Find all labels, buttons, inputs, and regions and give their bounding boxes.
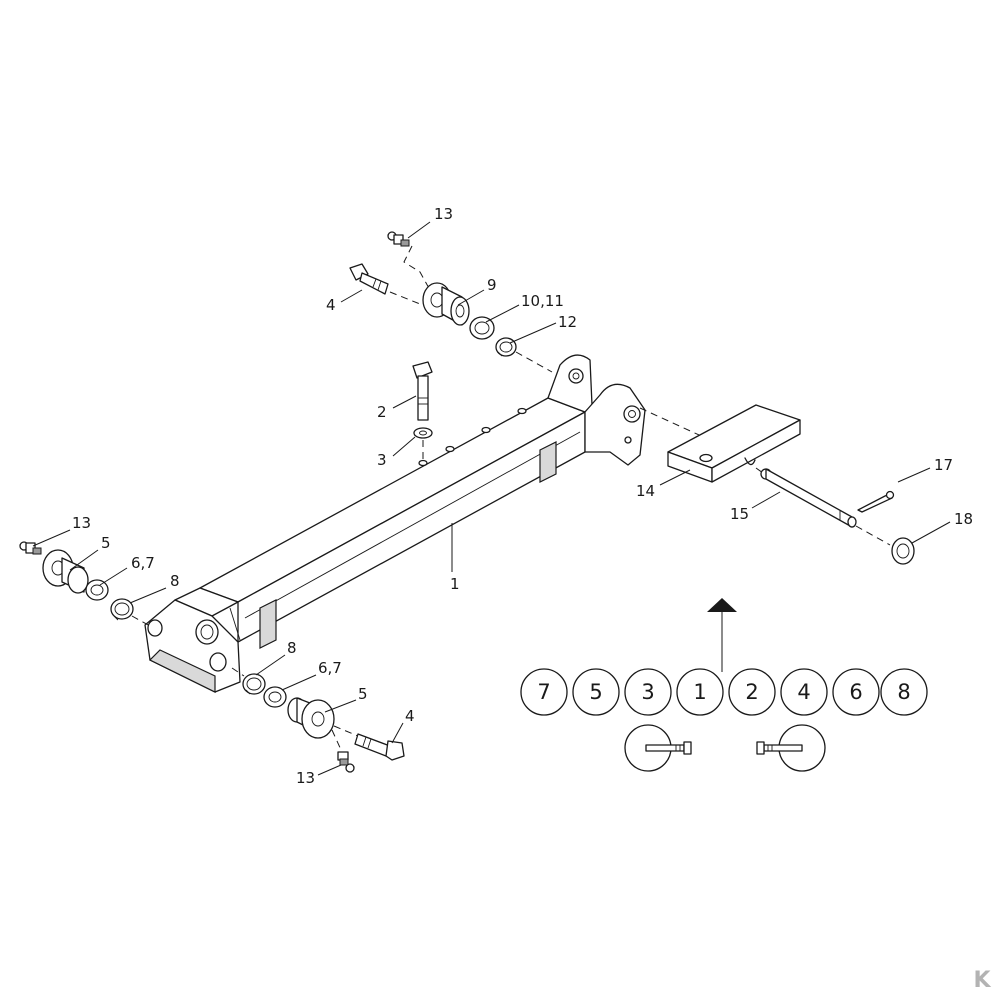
callout-14: 14 bbox=[636, 482, 655, 500]
sequence-step-4: 1 bbox=[693, 680, 706, 704]
bolt-direction-left-icon bbox=[624, 724, 692, 772]
assembly-sequence: 7 5 3 1 2 4 6 8 bbox=[520, 598, 928, 772]
callout-8-bottom: 8 bbox=[287, 639, 297, 657]
sequence-step-5: 2 bbox=[745, 680, 758, 704]
pin-15 bbox=[760, 468, 857, 528]
leader-lines bbox=[32, 221, 951, 776]
callout-9: 9 bbox=[487, 276, 497, 294]
shim-10-11 bbox=[469, 316, 495, 340]
callout-10-11: 10,11 bbox=[521, 292, 564, 310]
bolt-4-top bbox=[349, 263, 389, 295]
bolt-4-bottom bbox=[354, 733, 405, 761]
callout-17: 17 bbox=[934, 456, 953, 474]
callout-13-top: 13 bbox=[434, 205, 453, 223]
bolt-direction-right-icon bbox=[756, 724, 826, 772]
callout-13-bottom: 13 bbox=[296, 769, 315, 787]
grease-nipple-13-top bbox=[387, 231, 410, 247]
grease-nipple-13-left bbox=[19, 541, 42, 555]
callout-15: 15 bbox=[730, 505, 749, 523]
washer-18 bbox=[891, 537, 915, 565]
callout-12: 12 bbox=[558, 313, 577, 331]
sequence-step-8: 8 bbox=[897, 680, 910, 704]
callout-5-left: 5 bbox=[101, 534, 111, 552]
shim-6-7-left bbox=[85, 579, 109, 601]
logo-letter: K bbox=[973, 968, 991, 993]
split-pin-17 bbox=[857, 490, 895, 513]
sequence-step-1: 7 bbox=[537, 680, 550, 704]
arrow-up-icon bbox=[707, 598, 737, 612]
callout-5-bottom: 5 bbox=[358, 685, 368, 703]
sequence-step-6: 4 bbox=[797, 680, 810, 704]
plate-14 bbox=[667, 404, 801, 483]
shim-6-7-bottom bbox=[263, 686, 287, 708]
callout-6-7-left: 6,7 bbox=[131, 554, 155, 572]
pivot-pin-9 bbox=[422, 282, 470, 326]
callout-8-left: 8 bbox=[170, 572, 180, 590]
circlip-12 bbox=[495, 337, 517, 357]
callout-labels: 1 2 3 4 13 9 10,11 12 13 5 6,7 8 8 6,7 5… bbox=[72, 205, 973, 787]
pivot-pin-5-left bbox=[42, 549, 89, 594]
sequence-step-7: 6 bbox=[849, 680, 862, 704]
pivot-pin-5-bottom bbox=[287, 697, 335, 739]
callout-3: 3 bbox=[377, 451, 387, 469]
circlip-8-bottom bbox=[242, 673, 266, 695]
circlip-8-left bbox=[110, 598, 134, 621]
sequence-step-2: 5 bbox=[589, 680, 602, 704]
callout-6-7-bottom: 6,7 bbox=[318, 659, 342, 677]
callout-4-bottom: 4 bbox=[405, 707, 415, 725]
bolt-2 bbox=[412, 361, 433, 421]
callout-2: 2 bbox=[377, 403, 387, 421]
sequence-step-3: 3 bbox=[641, 680, 654, 704]
callout-4-top: 4 bbox=[326, 296, 336, 314]
callout-1: 1 bbox=[450, 575, 460, 593]
washer-3 bbox=[413, 427, 433, 439]
grease-nipple-13-bottom bbox=[337, 751, 355, 773]
main-beam bbox=[144, 354, 646, 693]
callout-13-left: 13 bbox=[72, 514, 91, 532]
callout-18: 18 bbox=[954, 510, 973, 528]
brand-logo: K bbox=[973, 968, 991, 993]
